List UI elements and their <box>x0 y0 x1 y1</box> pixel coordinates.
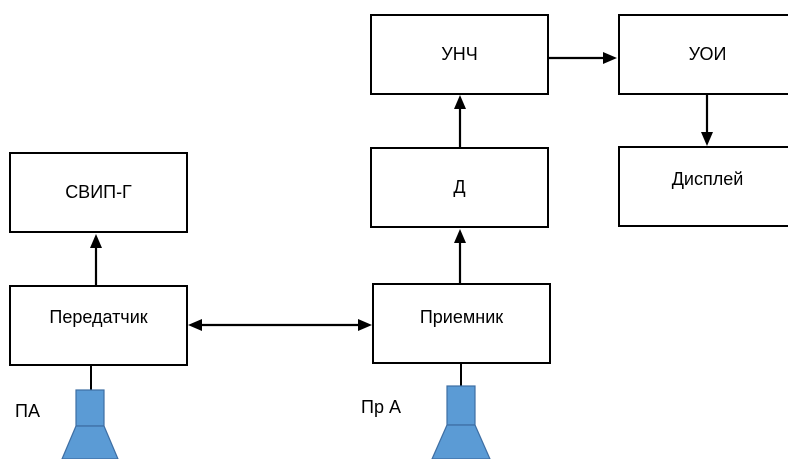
arrow-detector-to-unch <box>454 95 466 148</box>
uoi-block: УОИ <box>618 14 788 95</box>
transmit-antenna-horn <box>61 425 119 459</box>
transmit-antenna-label: ПА <box>15 401 40 421</box>
arrow-unch-to-uoi <box>548 52 617 64</box>
detector-block: Д <box>370 147 549 228</box>
sweep-generator-label: СВИП-Г <box>65 182 132 202</box>
receive-antenna-neck <box>446 385 476 426</box>
receive-antenna-horn <box>431 424 491 459</box>
arrow-transmitter-receiver-bidirectional <box>188 319 372 331</box>
arrow-uoi-to-display <box>701 94 713 146</box>
arrow-transmitter-to-sweep-generator <box>90 234 102 286</box>
unch-block: УНЧ <box>370 14 549 95</box>
uoi-label: УОИ <box>689 44 727 64</box>
transmitter-block: Передатчик <box>9 285 188 366</box>
transmit-antenna <box>61 365 119 459</box>
arrow-receiver-to-detector <box>454 229 466 284</box>
transmit-antenna-neck <box>75 389 105 427</box>
unch-label: УНЧ <box>441 44 477 64</box>
receiver-label: Приемник <box>420 307 503 327</box>
receive-antenna <box>431 363 491 459</box>
detector-label: Д <box>453 177 465 197</box>
sweep-generator-block: СВИП-Г <box>9 152 188 233</box>
receive-antenna-label: Пр А <box>361 397 401 417</box>
transmitter-label: Передатчик <box>49 307 147 327</box>
display-block: Дисплей <box>618 146 788 227</box>
display-label: Дисплей <box>672 169 744 189</box>
receiver-block: Приемник <box>372 283 551 364</box>
